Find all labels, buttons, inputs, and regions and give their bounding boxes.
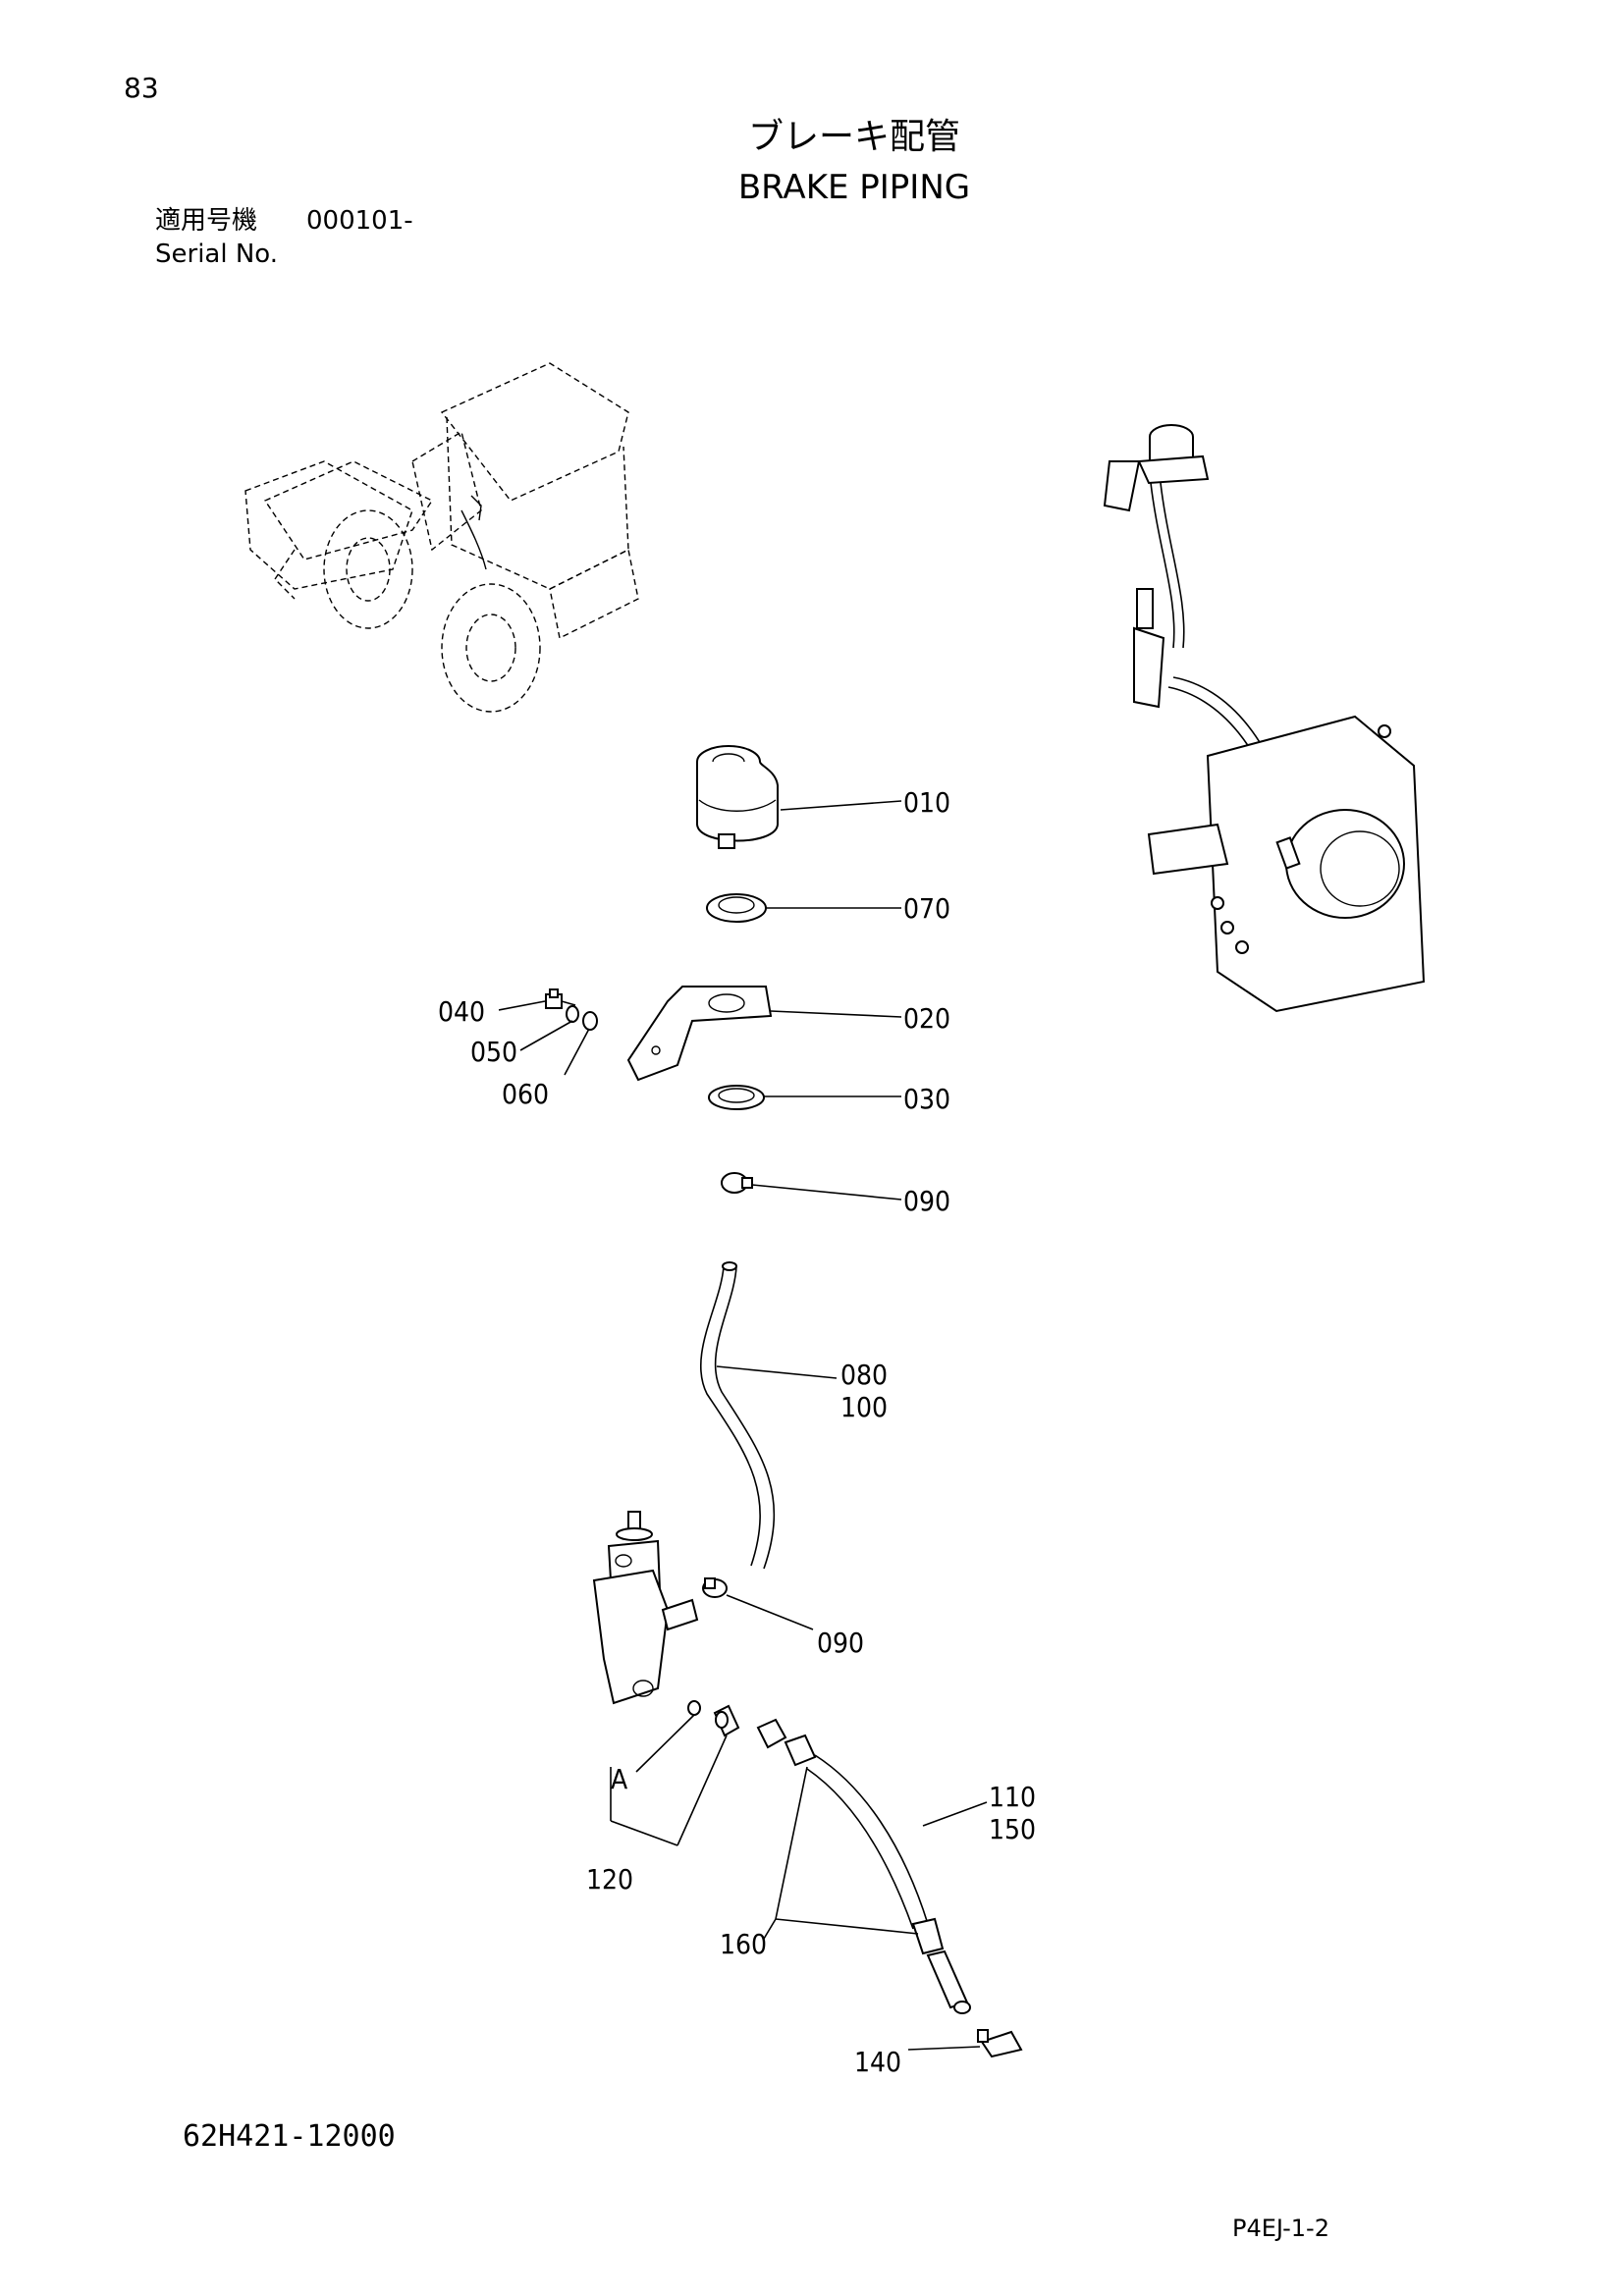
part-140-elbow-fitting	[907, 2029, 1023, 2058]
callout-020: 020	[903, 1002, 950, 1035]
page-title-english: BRAKE PIPING	[737, 168, 971, 207]
part-010-brake-reservoir	[696, 745, 902, 849]
callout-090-lower: 090	[817, 1627, 864, 1659]
serial-label-english: Serial No.	[155, 240, 278, 269]
callout-A: A	[611, 1763, 628, 1795]
callout-070: 070	[903, 892, 950, 925]
callout-090-upper: 090	[903, 1185, 950, 1217]
part-070-packing-ring	[706, 893, 901, 923]
part-160-leaders	[763, 1766, 919, 1940]
callout-160: 160	[720, 1928, 767, 1960]
serial-label-japanese: 適用号機	[155, 206, 258, 236]
part-120-adapter-and-oring	[610, 1700, 740, 1846]
part-080-100-hose	[699, 1261, 838, 1570]
callout-120: 120	[586, 1863, 633, 1896]
drawing-number: 62H421-12000	[183, 2119, 396, 2154]
callout-060: 060	[502, 1078, 549, 1110]
callout-150: 150	[989, 1813, 1036, 1845]
callout-140: 140	[854, 2046, 901, 2078]
installed-assembly-illustration	[1103, 424, 1426, 1013]
page-code: P4EJ-1-2	[1232, 2215, 1329, 2242]
part-030-clamp	[708, 1085, 901, 1110]
callout-080: 080	[840, 1359, 888, 1391]
part-090-hose-clip-lower	[702, 1577, 814, 1630]
part-040-050-060-bolt-washers	[498, 988, 598, 1076]
page-number: 83	[124, 72, 159, 104]
master-cylinder	[592, 1511, 699, 1705]
callout-010: 010	[903, 786, 950, 819]
serial-value: 000101-	[306, 206, 413, 236]
loader-overview-illustration	[244, 362, 639, 713]
callout-050: 050	[470, 1036, 517, 1068]
part-110-150-brake-hose	[756, 1718, 988, 2014]
part-020-bracket	[626, 986, 902, 1082]
callout-100: 100	[840, 1391, 888, 1423]
page-title-japanese: ブレーキ配管	[747, 117, 960, 157]
callout-030: 030	[903, 1083, 950, 1115]
callout-110: 110	[989, 1781, 1036, 1813]
callout-040: 040	[438, 995, 485, 1028]
part-090-hose-clip-upper	[721, 1172, 902, 1201]
